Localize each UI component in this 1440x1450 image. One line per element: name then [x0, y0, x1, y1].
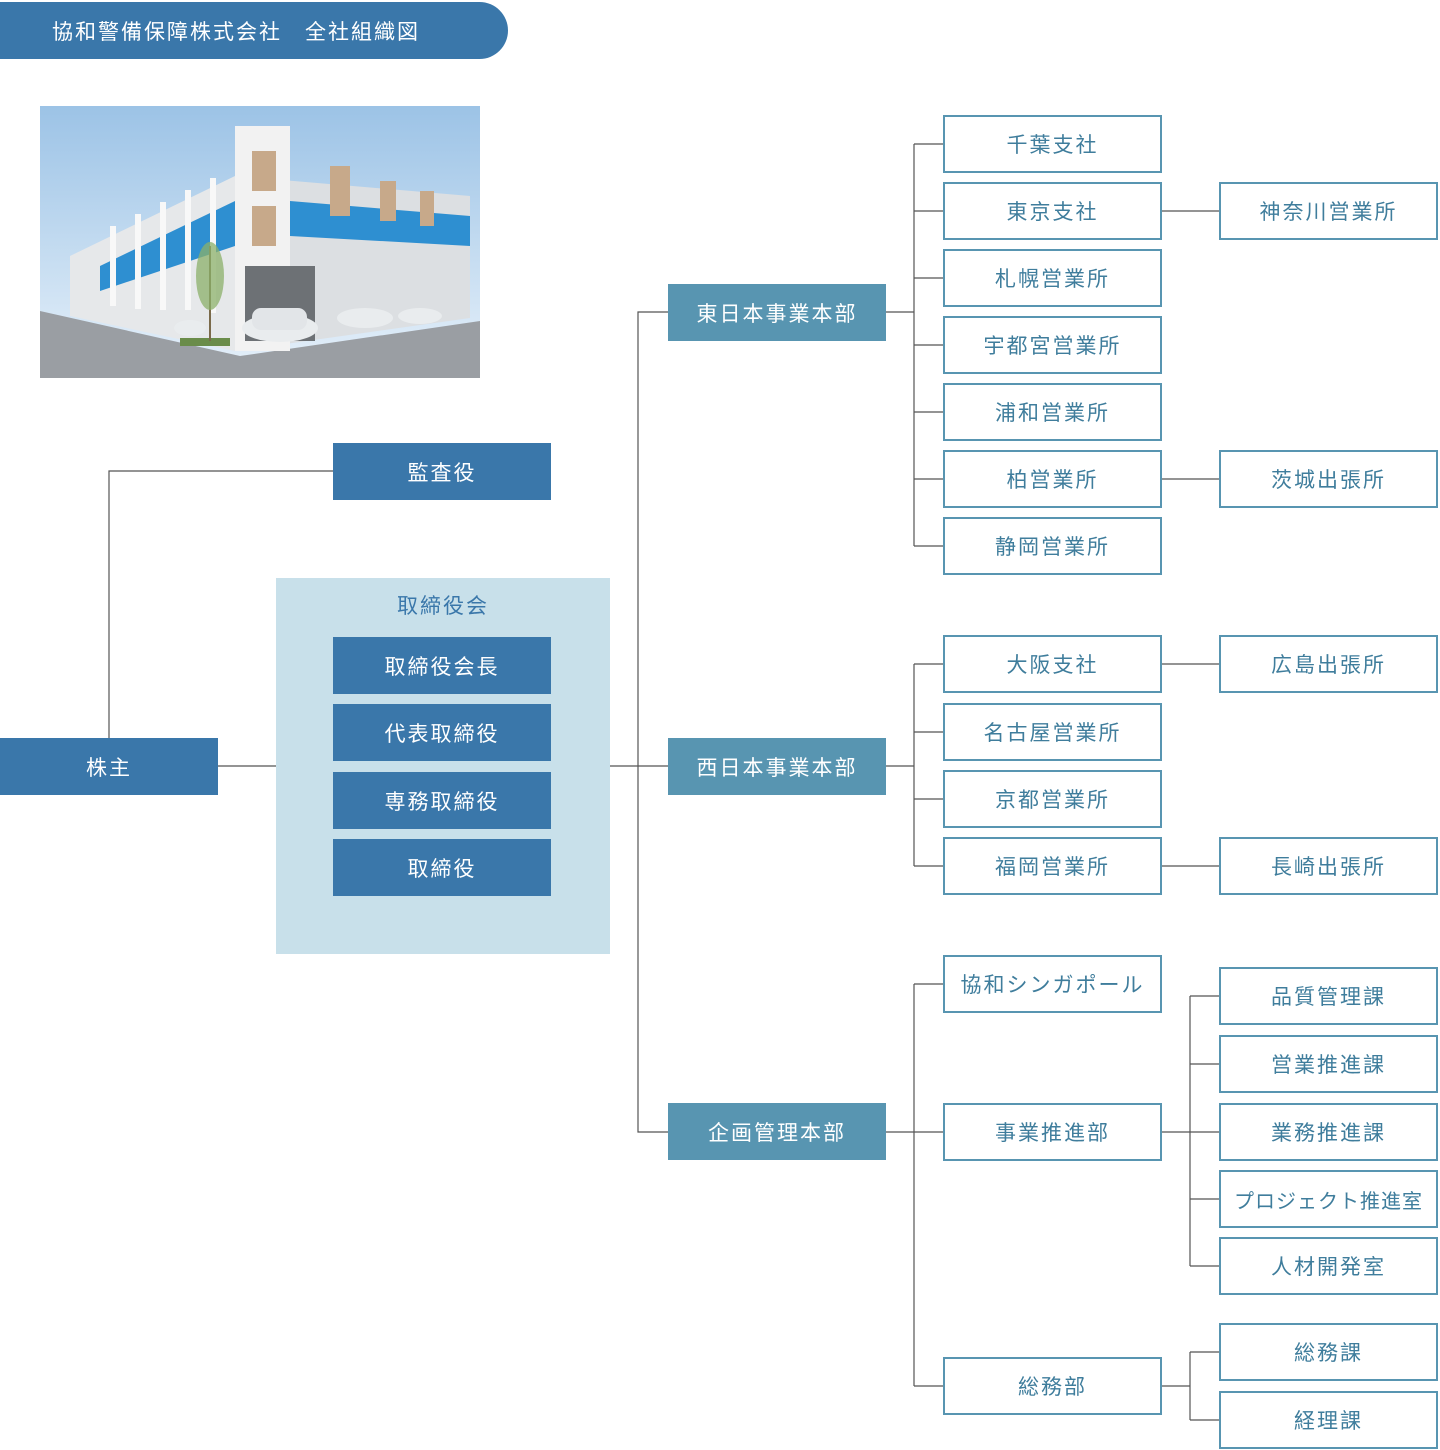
hiroshima-office-node: 広島出張所 [1219, 635, 1438, 693]
planning-division-node: 企画管理本部 [668, 1103, 886, 1160]
east-unit-node: 千葉支社 [943, 115, 1162, 173]
general-section-node: 総務課 [1219, 1323, 1438, 1381]
east-unit-node: 静岡営業所 [943, 517, 1162, 575]
general-section-node: 経理課 [1219, 1391, 1438, 1449]
shareholders-node: 株主 [0, 738, 218, 795]
west-unit-node: 京都営業所 [943, 770, 1162, 828]
board-chairman-node: 取締役会長 [333, 637, 551, 694]
business-section-node: 営業推進課 [1219, 1035, 1438, 1093]
business-section-node: 人材開発室 [1219, 1237, 1438, 1295]
east-unit-node: 札幌営業所 [943, 249, 1162, 307]
singapore-node: 協和シンガポール [943, 955, 1162, 1013]
east-unit-node: 柏営業所 [943, 450, 1162, 508]
board-of-directors-group [276, 578, 610, 954]
business-section-node: プロジェクト推進室 [1219, 1170, 1438, 1228]
west-unit-node: 名古屋営業所 [943, 703, 1162, 761]
east-unit-node: 宇都宮営業所 [943, 316, 1162, 374]
director-node: 取締役 [333, 839, 551, 896]
representative-director-node: 代表取締役 [333, 704, 551, 761]
business-section-node: 業務推進課 [1219, 1103, 1438, 1161]
senior-managing-director-node: 専務取締役 [333, 772, 551, 829]
east-unit-node: 浦和営業所 [943, 383, 1162, 441]
general-affairs-dept-node: 総務部 [943, 1357, 1162, 1415]
east-division-node: 東日本事業本部 [668, 284, 886, 341]
nagasaki-office-node: 長崎出張所 [1219, 837, 1438, 895]
building-photo [40, 106, 480, 378]
kanagawa-office-node: 神奈川営業所 [1219, 182, 1438, 240]
business-section-node: 品質管理課 [1219, 967, 1438, 1025]
east-unit-node: 東京支社 [943, 182, 1162, 240]
ibaraki-office-node: 茨城出張所 [1219, 450, 1438, 508]
west-unit-node: 福岡営業所 [943, 837, 1162, 895]
business-promotion-dept-node: 事業推進部 [943, 1103, 1162, 1161]
west-unit-node: 大阪支社 [943, 635, 1162, 693]
west-division-node: 西日本事業本部 [668, 738, 886, 795]
auditor-node: 監査役 [333, 443, 551, 500]
page-title: 協和警備保障株式会社 全社組織図 [0, 2, 508, 59]
board-of-directors-label: 取締役会 [397, 594, 489, 618]
